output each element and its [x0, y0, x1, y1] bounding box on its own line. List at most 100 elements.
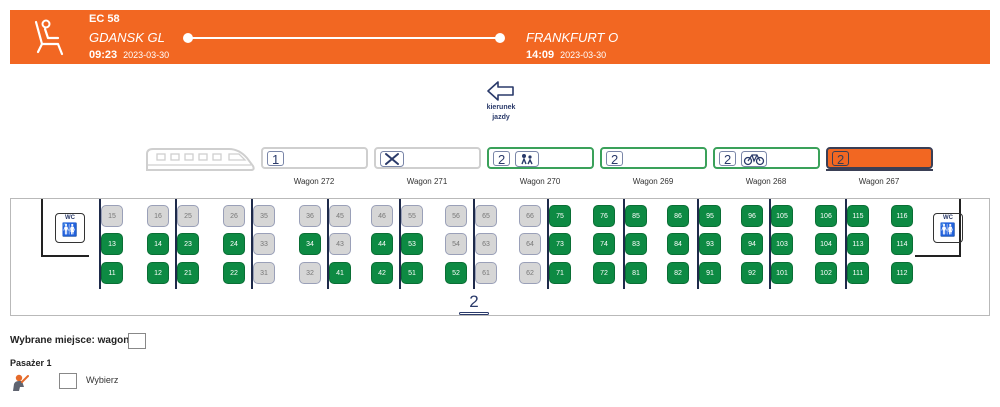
- toilet-icon: 🚻: [61, 222, 79, 237]
- seat-55: 55: [401, 205, 423, 227]
- passenger-seat-field[interactable]: [59, 373, 77, 389]
- seat-23[interactable]: 23: [177, 233, 199, 255]
- seat-94[interactable]: 94: [741, 233, 763, 255]
- seat-divider: [623, 199, 625, 289]
- seat-74[interactable]: 74: [593, 233, 615, 255]
- seat-96[interactable]: 96: [741, 205, 763, 227]
- seat-83[interactable]: 83: [625, 233, 647, 255]
- seat-113[interactable]: 113: [847, 233, 869, 255]
- seat-34[interactable]: 34: [299, 233, 321, 255]
- seat-25: 25: [177, 205, 199, 227]
- seat-105[interactable]: 105: [771, 205, 793, 227]
- arrival-date: 2023-03-30: [560, 50, 607, 60]
- seat-111[interactable]: 111: [847, 262, 869, 284]
- seat-64: 64: [519, 233, 541, 255]
- seat-divider: [327, 199, 329, 289]
- seat-104[interactable]: 104: [815, 233, 837, 255]
- seat-14[interactable]: 14: [147, 233, 169, 255]
- seat-41[interactable]: 41: [329, 262, 351, 284]
- seat-75[interactable]: 75: [549, 205, 571, 227]
- seat-71[interactable]: 71: [549, 262, 571, 284]
- passenger-icon: [13, 374, 29, 391]
- seat-46: 46: [371, 205, 393, 227]
- seat-63: 63: [475, 233, 497, 255]
- seat-divider: [251, 199, 253, 289]
- wagon-270[interactable]: 2: [487, 147, 594, 169]
- seat-106[interactable]: 106: [815, 205, 837, 227]
- wagon-label: Wagon 271: [406, 177, 448, 186]
- seat-divider: [697, 199, 699, 289]
- class-badge: 2: [493, 151, 511, 167]
- seat-22[interactable]: 22: [223, 262, 245, 284]
- seat-114[interactable]: 114: [891, 233, 913, 255]
- chosen-seat-label: Wybrane miejsce: wagon: [10, 335, 130, 346]
- train-number: EC 58: [89, 13, 120, 25]
- seat-15: 15: [101, 205, 123, 227]
- wagon-268[interactable]: 2: [713, 147, 820, 169]
- seat-93[interactable]: 93: [699, 233, 721, 255]
- seat-73[interactable]: 73: [549, 233, 571, 255]
- car-end-right: [959, 199, 961, 255]
- seat-32: 32: [299, 262, 321, 284]
- wagon-271[interactable]: [374, 147, 481, 169]
- seat-82[interactable]: 82: [667, 262, 689, 284]
- wc-left: WC 🚻: [55, 213, 85, 243]
- seat-divider: [175, 199, 177, 289]
- wagon-269[interactable]: 2: [600, 147, 707, 169]
- seat-72[interactable]: 72: [593, 262, 615, 284]
- arrival-info: 14:09 2023-03-30: [526, 49, 606, 61]
- choose-seat-link[interactable]: Wybierz: [86, 375, 119, 385]
- seat-84[interactable]: 84: [667, 233, 689, 255]
- seat-91[interactable]: 91: [699, 262, 721, 284]
- wagon-272[interactable]: 1: [261, 147, 368, 169]
- seat-44[interactable]: 44: [371, 233, 393, 255]
- seat-53[interactable]: 53: [401, 233, 423, 255]
- chosen-wagon-field[interactable]: [128, 333, 146, 349]
- arrival-station: FRANKFURT O: [526, 30, 619, 45]
- arrival-time: 14:09: [526, 49, 555, 61]
- seat-103[interactable]: 103: [771, 233, 793, 255]
- seat-115[interactable]: 115: [847, 205, 869, 227]
- seat-81[interactable]: 81: [625, 262, 647, 284]
- seat-65: 65: [475, 205, 497, 227]
- seat-51[interactable]: 51: [401, 262, 423, 284]
- seat-31: 31: [253, 262, 275, 284]
- seat-33: 33: [253, 233, 275, 255]
- seat-11[interactable]: 11: [101, 262, 123, 284]
- car-end-left-base: [41, 255, 89, 257]
- seat-102[interactable]: 102: [815, 262, 837, 284]
- wagon-label: Wagon 268: [745, 177, 787, 186]
- seat-42[interactable]: 42: [371, 262, 393, 284]
- car-end-left: [41, 199, 43, 255]
- seat-divider: [845, 199, 847, 289]
- seat-116[interactable]: 116: [891, 205, 913, 227]
- seat-92[interactable]: 92: [741, 262, 763, 284]
- seat-66: 66: [519, 205, 541, 227]
- wc-right: WC 🚻: [933, 213, 963, 243]
- seat-101[interactable]: 101: [771, 262, 793, 284]
- family-icon: [515, 151, 539, 167]
- seat-95[interactable]: 95: [699, 205, 721, 227]
- wc-label: WC: [65, 215, 75, 221]
- seat-24[interactable]: 24: [223, 233, 245, 255]
- seat-62: 62: [519, 262, 541, 284]
- departure-date: 2023-03-30: [123, 50, 170, 60]
- seat-21[interactable]: 21: [177, 262, 199, 284]
- seat-divider: [473, 199, 475, 289]
- seat-35: 35: [253, 205, 275, 227]
- route-start-dot: [183, 33, 193, 43]
- seat-112[interactable]: 112: [891, 262, 913, 284]
- seat-85[interactable]: 85: [625, 205, 647, 227]
- seat-52[interactable]: 52: [445, 262, 467, 284]
- bike-icon: [741, 151, 767, 167]
- route-line: [188, 37, 500, 39]
- seat-12[interactable]: 12: [147, 262, 169, 284]
- seat-13[interactable]: 13: [101, 233, 123, 255]
- wagon-267[interactable]: 2: [826, 147, 933, 169]
- toilet-icon: 🚻: [939, 222, 957, 237]
- seat-76[interactable]: 76: [593, 205, 615, 227]
- direction-label-2: jazdy: [492, 114, 510, 121]
- seat-86[interactable]: 86: [667, 205, 689, 227]
